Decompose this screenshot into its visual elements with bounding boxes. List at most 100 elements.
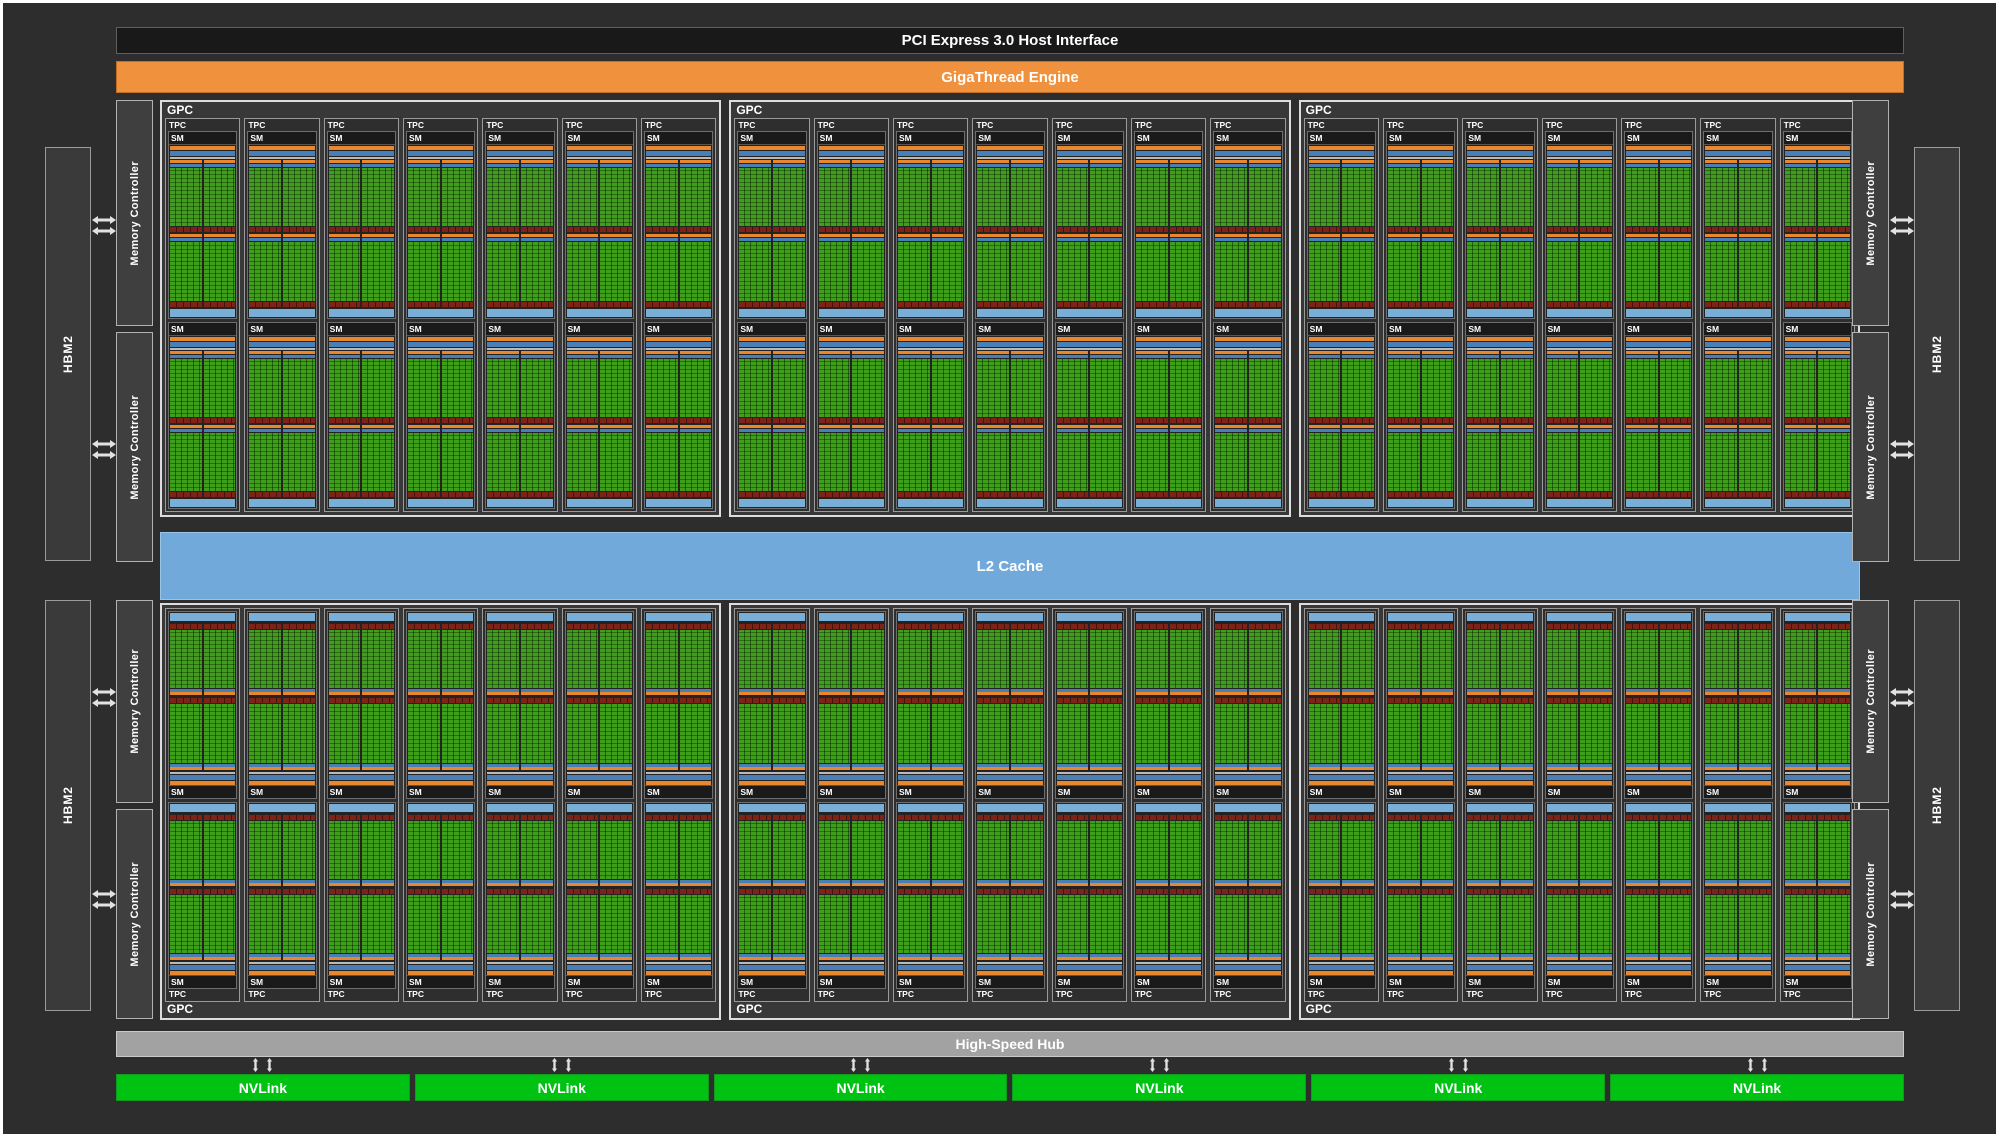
processing-block-row [977,697,1043,770]
processing-block [283,697,315,770]
load-store-unit-bar [645,492,678,497]
processing-block [170,623,202,696]
processing-block [362,697,394,770]
processing-block [1500,697,1533,770]
warp-scheduler-bar [1784,350,1817,354]
cuda-core-grid [852,242,884,301]
register-file-bar [679,164,712,167]
processing-block [931,697,964,770]
warp-scheduler-bar [897,160,930,163]
memory-controller-label: Memory Controller [128,861,141,967]
sm-label: SM [169,132,237,145]
instruction-cache-bar [487,336,553,341]
processing-block [1659,697,1692,770]
nvlink-arrow-row [116,1057,1904,1072]
load-store-unit-bar [170,888,202,894]
warp-scheduler-bar [407,882,440,886]
l1-data-cache-bar [1308,308,1374,317]
register-file-bar [1342,164,1374,167]
processing-block [362,888,394,960]
warp-scheduler-bar [1625,350,1658,354]
l1-data-cache-bar [1135,499,1202,507]
l1-data-cache-bar [407,308,474,317]
processing-block [977,424,1009,497]
processing-block-row [897,350,964,423]
register-file-bar [203,428,236,432]
warp-scheduler-bar [487,424,519,428]
load-store-unit-bar [1308,417,1341,423]
register-file-bar [1546,238,1579,242]
dispatch-bar [1215,157,1281,159]
instruction-cache-bar [645,780,712,785]
register-file-bar [1625,689,1658,693]
register-file-bar [1421,354,1454,358]
load-store-unit-bar [566,698,599,704]
instruction-cache-bar [1467,780,1533,785]
register-file-bar [1546,879,1579,883]
warp-scheduler-bar [1625,234,1658,238]
load-store-unit-bar [1135,301,1168,307]
load-store-unit-bar [739,624,771,629]
cuda-core-grid [487,242,519,301]
tpc-label: TPC [169,120,186,130]
processing-block [1248,623,1281,696]
warp-scheduler-bar [1387,882,1420,886]
load-store-unit-bar [328,624,361,629]
processing-block [818,234,851,307]
register-file-bar [1056,879,1089,883]
warp-scheduler-bar [773,350,805,354]
processing-block-row [1215,814,1281,886]
load-store-unit-bar [600,417,632,423]
register-file-bar [1135,238,1168,242]
warp-scheduler-bar [852,957,884,960]
load-store-unit-bar [1056,301,1089,307]
warp-scheduler-bar [645,957,678,960]
constant-cache-bar [1056,774,1122,780]
cuda-core-grid [645,168,678,227]
warp-scheduler-bar [362,350,394,354]
sm-label: SM [1307,975,1375,988]
constant-cache-bar [1135,151,1202,156]
cuda-core-grid [520,630,553,689]
tpc-label: TPC [1466,989,1484,999]
sm-block: SM [405,611,476,799]
constant-cache-bar [566,774,632,780]
warp-scheduler-bar [1090,957,1122,960]
processing-block [1056,350,1089,423]
processing-block [487,424,519,497]
warp-scheduler-bar [1705,692,1737,696]
warp-scheduler-bar [931,160,964,163]
cuda-core-grid [170,894,202,953]
l1-data-cache-bar [897,803,964,812]
instruction-cache-bar [1056,971,1122,975]
register-file-bar [1090,238,1122,242]
register-file-bar [1010,238,1043,242]
processing-block [328,160,361,233]
l1-data-cache-bar [1705,803,1771,812]
l1-data-cache-bar [1546,803,1612,812]
register-file-bar [441,164,474,167]
register-file-bar [645,428,678,432]
processing-block-row [897,888,964,960]
l1-data-cache-bar [977,803,1043,812]
load-store-unit-bar [1705,698,1737,704]
load-store-unit-bar [170,227,202,233]
cuda-core-grid [679,242,712,301]
warp-scheduler-bar [1738,234,1771,238]
load-store-unit-bar [739,492,771,497]
sm-block: SM [1703,131,1773,319]
register-file-bar [328,354,361,358]
register-file-bar [1738,879,1771,883]
cuda-core-grid [1625,894,1658,953]
l1-data-cache-bar [645,308,712,317]
cuda-core-grid [520,432,553,491]
load-store-unit-bar [1705,227,1737,233]
load-store-unit-bar [1090,301,1122,307]
cuda-core-grid [249,704,281,763]
instruction-cache-bar [328,336,394,341]
processing-block [600,160,632,233]
cuda-core-grid [407,358,440,417]
register-file-bar [203,763,236,767]
